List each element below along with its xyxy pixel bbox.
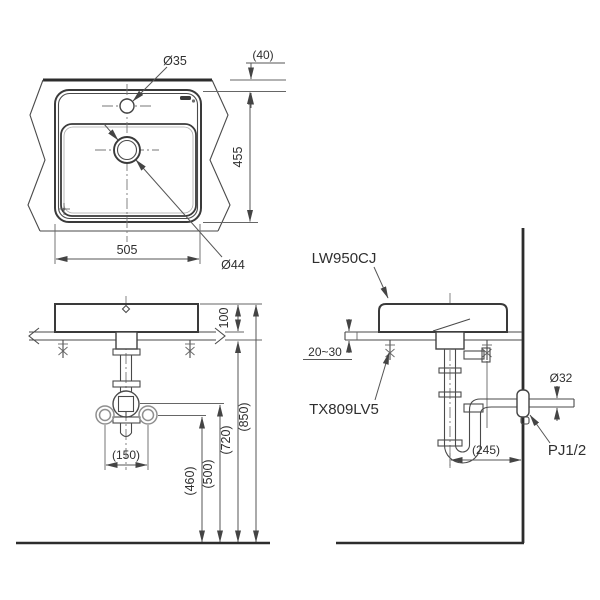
fixing-bolt-right: [185, 340, 195, 358]
dim-supply-height: (460): [183, 466, 197, 495]
supply-point-left: [95, 405, 115, 425]
label-drain-fitting-code: TX809LV5: [309, 401, 379, 418]
drain-hole-inner: [116, 139, 138, 161]
faucet-hole-leader: [132, 66, 168, 102]
brand-logo-mark: [180, 96, 196, 103]
drain-leader-lower: [135, 159, 223, 258]
dim-drain-hole-diameter: Ø44: [221, 258, 245, 272]
side-sink-body: [378, 303, 508, 333]
side-drain-trap: [435, 331, 575, 464]
supply-point-right: [138, 405, 158, 425]
counter-break-left: [27, 79, 46, 232]
front-counter-break-right: [214, 327, 226, 345]
drain-leader-upper: [103, 123, 119, 141]
label-product-code: LW950CJ: [312, 250, 377, 267]
dim-outlet-pipe-diameter: Ø32: [550, 371, 573, 385]
dim-faucet-hole-diameter: Ø35: [163, 54, 187, 68]
fixing-cross-mark: [58, 203, 70, 215]
sink-inner-rim: [57, 92, 199, 220]
plan-view: Ø35 Ø44 (40) 455 505: [27, 48, 286, 272]
counter-break-right: [209, 79, 231, 232]
front-view: (150) 100 (460) (500) (720) (850): [16, 296, 270, 545]
wall-escutcheon: [516, 389, 530, 418]
dim-rim-height: (850): [237, 402, 251, 431]
dim-overall-width: 505: [117, 243, 138, 257]
label-wall-joint-type: PJ1/2: [548, 442, 586, 459]
product-code-leader: [373, 266, 389, 299]
basin-inner-line: [63, 126, 194, 214]
dim-trap-height: (500): [201, 459, 215, 488]
drain-fitting-leader: [374, 352, 390, 401]
side-bolt-left: [385, 340, 395, 360]
dim-overall-depth: 455: [231, 147, 245, 168]
wall-joint-leader: [529, 414, 551, 444]
dim-supply-pitch: (150): [112, 448, 140, 462]
dim-trap-to-wall: (245): [472, 443, 500, 457]
front-drain-assembly: [112, 331, 141, 438]
dim-counter-underside-height: (720): [219, 425, 233, 454]
basin-edge: [60, 123, 197, 217]
dim-counter-thickness: 20~30: [308, 345, 342, 359]
faucet-hole: [119, 98, 135, 114]
front-faucet-hole-mark: [121, 304, 131, 314]
dim-rear-clearance: (40): [252, 48, 273, 62]
front-sink-body: [54, 303, 199, 333]
dim-rim-above-counter: 100: [217, 308, 231, 329]
side-basin-slope: [432, 318, 471, 332]
fixing-bolt-left: [58, 340, 68, 358]
front-counter-break-left: [28, 327, 40, 345]
side-view: 20~30 (245) Ø32 LW950CJ TX809LV5 PJ1/2: [303, 228, 586, 545]
